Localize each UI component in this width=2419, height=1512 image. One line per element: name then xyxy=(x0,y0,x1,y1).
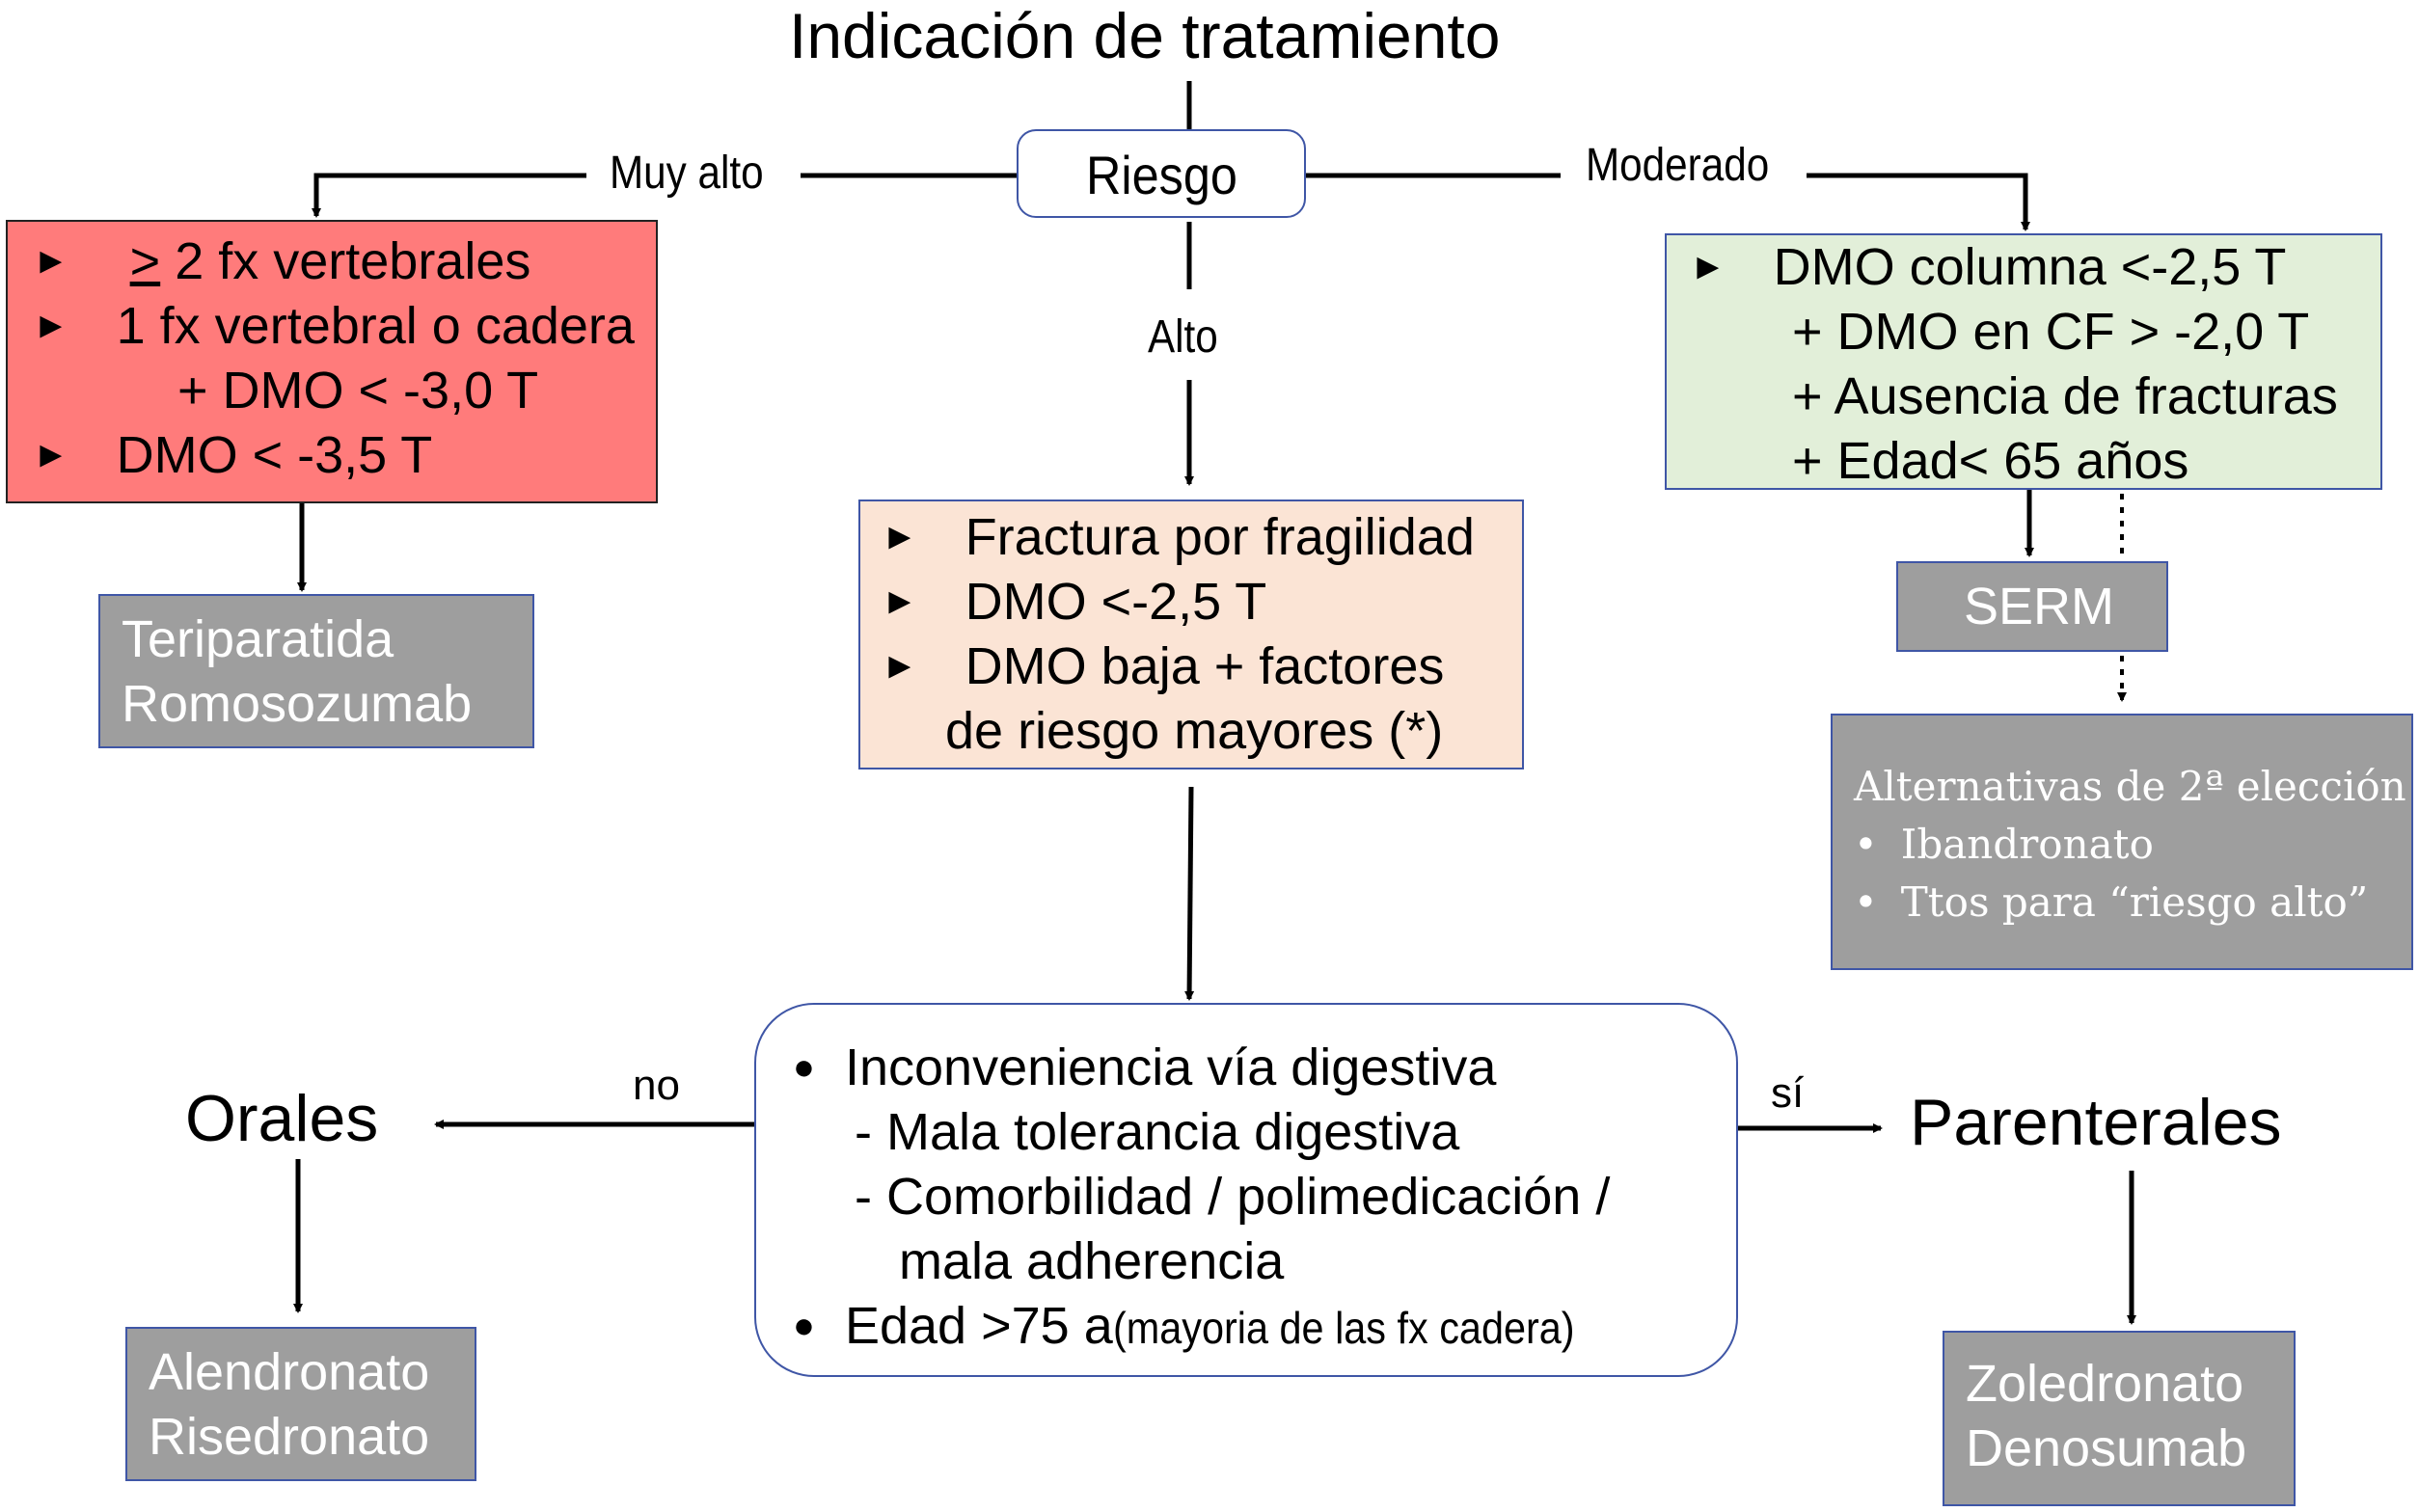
high-criteria-box: ► Fractura por fragilidad ► DMO <-2,5 T … xyxy=(858,500,1524,770)
moderate-line-3: + Ausencia de fracturas xyxy=(1792,367,2338,425)
very-high-item-2-detail: + DMO < -3,0 T xyxy=(177,362,539,419)
route-line-2: - Mala tolerancia digestiva xyxy=(855,1103,1460,1161)
branch-label-moderate: Moderado xyxy=(1586,140,1770,191)
alternative-item-2: • Ttos para “riesgo alto” xyxy=(1854,874,2368,932)
connector-very-high-box xyxy=(312,173,586,218)
greater-equal-symbol: > xyxy=(129,232,161,290)
high-item-2-text: DMO <-2,5 T xyxy=(965,573,1267,631)
route-line-3: - Comorbilidad / polimedicación / xyxy=(855,1168,1611,1226)
serm-treatment-box: SERM xyxy=(1896,561,2168,652)
moderate-line-1-text: DMO columna <-2,5 T xyxy=(1773,238,2287,296)
high-item-3: ► DMO baja + factores xyxy=(882,634,1444,702)
branch-label-yes: sí xyxy=(1771,1069,1805,1117)
moderate-criteria-box: ► DMO columna <-2,5 T + DMO en CF > -2,0… xyxy=(1665,233,2382,490)
very-high-item-1-text: 2 fx vertebrales xyxy=(160,232,531,290)
oral-label: Orales xyxy=(185,1082,379,1155)
very-high-item-3: ► DMO < -3,5 T xyxy=(33,423,432,491)
alternatives-box: Alternativas de 2ª elección • Ibandronato… xyxy=(1831,714,2413,970)
route-line-4: mala adherencia xyxy=(899,1232,1285,1290)
very-high-item-1: ► > 2 fx vertebrales xyxy=(33,230,530,297)
treatment-serm: SERM xyxy=(1964,578,2115,635)
bullet-icon: ● xyxy=(793,1047,815,1089)
treatment-romosozumab: Romosozumab xyxy=(122,675,473,733)
bullet-icon: ► xyxy=(33,306,69,347)
route-line-5-note: (mayoria de las fx cadera) xyxy=(1112,1303,1575,1353)
route-line-1: ● Inconveniencia vía digestiva xyxy=(793,1036,1496,1103)
treatment-zoledronato: Zoledronato xyxy=(1966,1355,2244,1413)
bullet-icon: • xyxy=(1854,821,1878,868)
connector-high-route xyxy=(1184,786,1195,1001)
bullet-icon: ● xyxy=(793,1306,815,1347)
treatment-teriparatida: Teriparatida xyxy=(122,610,394,668)
diagram-title: Indicación de tratamiento xyxy=(789,0,1501,71)
very-high-treatment-box: Teriparatida Romosozumab xyxy=(98,594,534,748)
route-line-1-text: Inconveniencia vía digestiva xyxy=(844,1039,1497,1096)
bullet-icon: ► xyxy=(33,435,69,476)
bullet-icon: ► xyxy=(33,241,69,283)
very-high-item-2: ► 1 fx vertebral o cadera xyxy=(33,294,635,362)
very-high-item-3-text: DMO < -3,5 T xyxy=(116,426,433,484)
bullet-icon: ► xyxy=(882,517,918,558)
oral-treatment-box: Alendronato Risedronato xyxy=(125,1327,476,1481)
connector-moderate-box xyxy=(1807,173,2030,231)
alternatives-heading: Alternativas de 2ª elección xyxy=(1854,763,2406,810)
high-item-3-detail: de riesgo mayores (*) xyxy=(945,702,1444,760)
high-item-3-text: DMO baja + factores xyxy=(965,637,1445,695)
high-item-1-text: Fractura por fragilidad xyxy=(965,508,1475,566)
branch-label-no: no xyxy=(633,1062,680,1109)
moderate-line-2: + DMO en CF > -2,0 T xyxy=(1792,303,2310,361)
bullet-icon: ► xyxy=(882,581,918,623)
alternative-item-1: • Ibandronato xyxy=(1854,816,2154,874)
moderate-line-1: ► DMO columna <-2,5 T xyxy=(1690,235,2286,303)
very-high-criteria-box: ► > 2 fx vertebrales ► 1 fx vertebral o … xyxy=(6,220,658,503)
route-criteria-box: ● Inconveniencia vía digestiva - Mala to… xyxy=(754,1003,1738,1377)
very-high-item-2-text: 1 fx vertebral o cadera xyxy=(116,297,635,355)
risk-node: Riesgo xyxy=(1017,129,1306,218)
moderate-line-4: + Edad< 65 años xyxy=(1792,432,2189,490)
risk-label: Riesgo xyxy=(1086,145,1237,205)
bullet-icon: ► xyxy=(1690,247,1726,288)
route-line-5-text: Edad >75 a xyxy=(844,1297,1113,1355)
bullet-icon: • xyxy=(1854,878,1878,926)
treatment-denosumab: Denosumab xyxy=(1966,1419,2247,1477)
high-item-1: ► Fractura por fragilidad xyxy=(882,505,1475,573)
parenteral-treatment-box: Zoledronato Denosumab xyxy=(1943,1331,2296,1506)
branch-label-high: Alto xyxy=(1148,311,1218,363)
route-line-5: ● Edad >75 a (mayoria de las fx cadera) xyxy=(793,1294,1626,1362)
high-item-2: ► DMO <-2,5 T xyxy=(882,570,1266,637)
treatment-alendronato: Alendronato xyxy=(149,1343,430,1401)
parenteral-label: Parenterales xyxy=(1910,1086,2282,1159)
bullet-icon: ► xyxy=(882,646,918,688)
branch-label-very-high: Muy alto xyxy=(610,148,764,199)
treatment-risedronato: Risedronato xyxy=(149,1408,430,1466)
alternative-ibandronato: Ibandronato xyxy=(1900,821,2154,868)
alternative-high-risk-treatments: Ttos para “riesgo alto” xyxy=(1900,878,2369,926)
